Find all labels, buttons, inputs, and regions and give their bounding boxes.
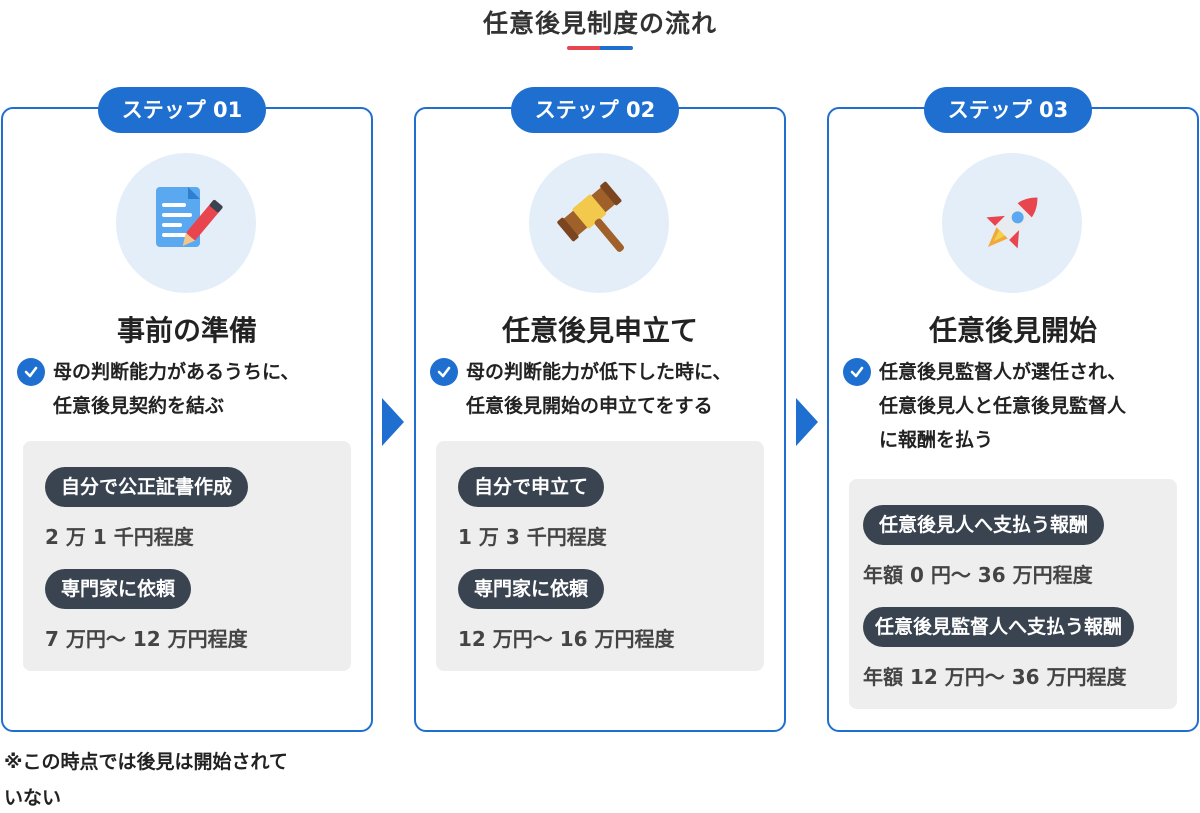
check-line: 母の判断能力が低下した時に、 [466,361,732,383]
card-title: 任意後見開始 [928,314,1097,347]
document-pen-icon [156,187,223,247]
cost-label: 自分で公正証書作成 [45,467,249,507]
footnote-line: いない [4,787,62,809]
check-line: 任意後見契約を結ぶ [53,395,225,417]
check-line: に報酬を払う [879,429,994,451]
footnote: ※この時点では後見は開始されて いない [4,744,364,813]
icon-circle [116,153,256,293]
rocket-icon [986,197,1038,249]
cost-label: 専門家に依頼 [458,569,605,609]
check-line: 任意後見人と任意後見監督人 [879,395,1127,417]
footnote-line: ※この時点では後見は開始されて [4,751,288,773]
check-line: 任意後見開始の申立てをする [466,395,713,417]
step-badge: ステップ 01 [98,87,266,133]
cost-value: 7 万円〜 12 万円程度 [45,627,248,651]
page-title: 任意後見制度の流れ [482,9,717,38]
flow-arrow-icon [796,398,818,446]
cost-box: 任意後見人へ支払う報酬 年額 0 円〜 36 万円程度 任意後見監督人へ支払う報… [849,479,1177,709]
title-underline [567,46,633,50]
icon-circle [942,153,1082,293]
step-badge: ステップ 03 [924,87,1092,133]
check-text: 母の判断能力が低下した時に、 任意後見開始の申立てをする [466,355,776,423]
cost-label: 任意後見人へ支払う報酬 [863,505,1105,545]
cost-value: 12 万円〜 16 万円程度 [458,627,675,651]
cost-box: 自分で申立て 1 万 3 千円程度 専門家に依頼 12 万円〜 16 万円程度 [436,441,764,671]
check-icon [843,358,871,386]
check-text: 任意後見監督人が選任され、 任意後見人と任意後見監督人 に報酬を払う [879,355,1189,457]
cost-label: 任意後見監督人へ支払う報酬 [863,607,1135,647]
card-title: 事前の準備 [116,314,257,347]
step-card-1: ステップ 01 事前の準備 母の判断能力があるうちに、 任意後見契約を結ぶ 自分… [1,87,373,732]
step-card-3: ステップ 03 任意後見開始 任意後見監督人が選任され、 任意後見人と任意後見監… [827,87,1199,732]
check-icon [17,358,45,386]
cost-value: 1 万 3 千円程度 [458,525,607,549]
title-underline-red [567,46,600,50]
gavel-icon [557,181,624,252]
cost-value: 2 万 1 千円程度 [45,525,194,549]
step-card-2: ステップ 02 任意後見申立て 母の判断能力が低下した時に、 任意後見開始の申立… [414,87,786,732]
cost-value: 年額 0 円〜 36 万円程度 [863,563,1093,587]
check-text: 母の判断能力があるうちに、 任意後見契約を結ぶ [53,355,363,423]
check-line: 母の判断能力があるうちに、 [53,361,300,383]
check-icon [430,358,458,386]
step-badge: ステップ 02 [511,87,679,133]
check-line: 任意後見監督人が選任され、 [879,361,1127,383]
title-underline-blue [600,46,633,50]
cost-label: 自分で申立て [458,467,605,507]
flow-arrow-icon [382,398,404,446]
cost-box: 自分で公正証書作成 2 万 1 千円程度 専門家に依頼 7 万円〜 12 万円程… [23,441,351,671]
card-title: 任意後見申立て [501,314,698,347]
cost-label: 専門家に依頼 [45,569,192,609]
icon-circle [529,153,669,293]
cost-value: 年額 12 万円〜 36 万円程度 [863,665,1127,689]
